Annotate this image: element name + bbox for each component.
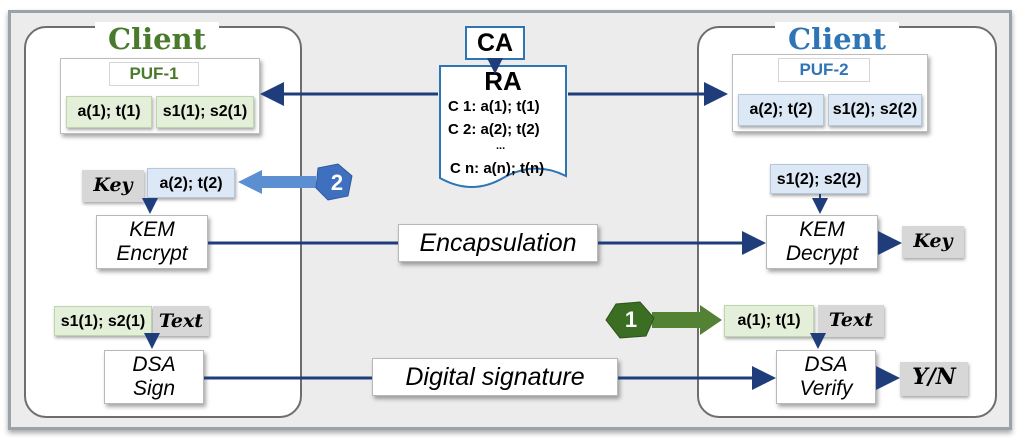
client2-decrypt-secret: s1(2); s2(2) [770,164,868,194]
client1-text-label: Text [153,306,209,336]
ra-entry-n: C n: a(n); t(n) [450,160,545,177]
kem-decrypt-line1: KEM [799,218,845,241]
puf2-secret-key: s1(2); s2(2) [828,94,922,126]
puf1-secret-key: s1(1); s2(1) [156,96,254,128]
dsa-sign-line2: Sign [132,377,176,400]
ra-entry-ellipsis: ... [496,140,506,152]
client2-key-label: Key [902,226,964,258]
kem-encrypt-line1: KEM [129,218,175,241]
client1-received-public-key-text: a(2); t(2) [159,175,223,192]
puf2-public-key-text: a(2); t(2) [749,101,813,118]
puf1-public-key-text: a(1); t(1) [77,103,141,120]
puf1-secret-key-text: s1(1); s2(1) [162,103,248,120]
step1-number: 1 [624,307,638,332]
dsa-sign-line1: DSA [132,353,176,376]
client2-result-label: Y/N [900,362,968,396]
kem-decrypt-box: KEM Decrypt [766,215,878,269]
client2-received-public-key-text: a(1); t(1) [737,312,801,329]
client2-text-label: Text [818,305,884,337]
ra-document-shape [439,65,567,188]
ca-box: CA [465,26,525,60]
client2-decrypt-secret-text: s1(2); s2(2) [776,171,862,188]
client1-sign-secret-text: s1(1); s2(1) [60,313,146,330]
dsa-verify-box: DSA Verify [776,350,876,404]
puf1-public-key: a(1); t(1) [66,96,152,128]
kem-encrypt-line2: Encrypt [116,242,188,265]
ra-document [439,65,567,188]
kem-encrypt-box: KEM Encrypt [96,215,208,269]
puf2-label: PUF-2 [778,58,870,82]
encapsulation-label: Encapsulation [398,224,598,262]
dsa-verify-line2: Verify [799,377,853,400]
ra-label: RA [484,66,522,96]
ra-entry-1: C 1: a(1); t(1) [448,98,540,115]
kem-decrypt-line2: Decrypt [785,242,859,265]
client1-received-public-key: a(2); t(2) [147,168,235,198]
dsa-sign-box: DSA Sign [104,350,204,404]
client2-received-public-key: a(1); t(1) [724,305,814,337]
digital-signature-label: Digital signature [372,358,618,396]
dsa-verify-line1: DSA [804,353,848,376]
puf2-public-key: a(2); t(2) [738,94,824,126]
client1-key-label: Key [82,170,144,202]
ra-entry-2: C 2: a(2); t(2) [448,121,540,138]
puf2-secret-key-text: s1(2); s2(2) [832,101,918,118]
puf1-label: PUF-1 [109,62,199,86]
client1-sign-secret: s1(1); s2(1) [54,306,152,336]
step2-number: 2 [330,170,344,195]
